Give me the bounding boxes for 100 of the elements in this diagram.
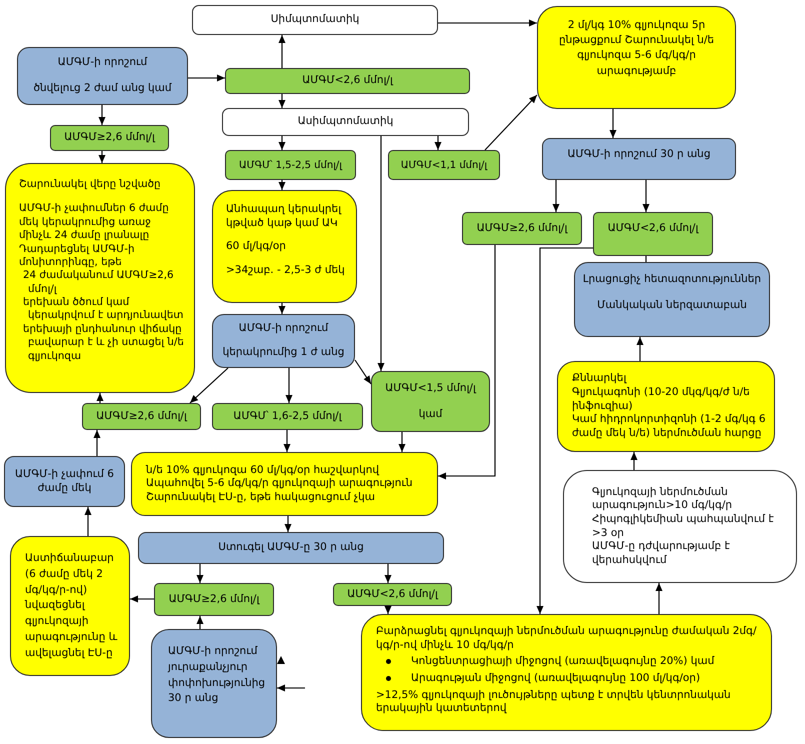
arrow: [536, 247, 593, 614]
step-text: Կոնցենտրացիայի միջոցով (առավելագույնը 20%) կամ: [411, 655, 714, 669]
arrow: [484, 94, 538, 150]
arrow: [278, 303, 286, 314]
arrow: [384, 564, 392, 583]
step-text: ԱՄԳՄ<2,6 մմոլ/լ: [608, 222, 698, 236]
step-text: Գլյուկոզայի ներմուծման արագություն>10 մգ/կգ/ր: [592, 486, 734, 513]
step-text: Շարունակել ԷՍ-ը, եթե հակացուցում չկա: [146, 490, 375, 504]
arrow: [630, 452, 638, 470]
action-box: [5, 163, 195, 393]
step-text: ԱՄԳՄ-ի չափում 6 ժամը մեկ: [14, 468, 115, 496]
process-box: [574, 262, 770, 337]
arrow: [196, 564, 204, 583]
action-box: [537, 6, 736, 109]
step-text: ԱՄԳՄ<2,6 մմոլ/լ: [347, 588, 438, 602]
step-text: կերակրումից 1 ժ անց: [222, 346, 344, 360]
step-text: 2 մլ/կգ 10% գլյուկոզա 5ր ընթացքում Շարունակել ն/ե գլյուկոզա 5-6 մգ/կգ/ր արագությամբ: [558, 18, 716, 79]
step-text: Սիմպտոմատիկ: [270, 13, 360, 27]
result-box: [388, 150, 500, 180]
step-text: >34շաբ. - 2,5-3 ժ մեկ: [226, 264, 345, 278]
process-box: [4, 456, 125, 507]
step-text: ԱՄԳՄ-ի որոշում: [58, 56, 148, 70]
arrow: [278, 35, 286, 68]
result-box: [82, 403, 201, 430]
step-text: Քննարկել: [572, 372, 626, 386]
step-text: ԱՄԳՄ՝ 1,6-2,5 մմոլ/լ: [233, 410, 342, 424]
action-box: [10, 536, 130, 676]
step-text: Գլյուկագոնի (10-20 մկգ/կգ/ժ ն/ե ինֆուզիա): [572, 386, 751, 414]
action-box: [361, 614, 772, 731]
state-box: [222, 108, 469, 136]
step-text: Արագության միջոցով (առավելագույնը 100 մլ/կգ/օր): [411, 672, 700, 686]
process-box: [138, 532, 444, 564]
arrow: [438, 245, 496, 480]
result-box: [225, 68, 470, 94]
arrow: [190, 368, 228, 404]
step-text: ԱՄԳՄ<2,6 մմոլ/լ: [302, 74, 393, 88]
arrow: [98, 105, 106, 125]
step-text: կամ: [418, 408, 442, 422]
result-box: [212, 403, 363, 430]
result-box: [50, 125, 169, 151]
arrow: [636, 337, 644, 361]
result-box: [462, 212, 582, 245]
state-box: [563, 470, 797, 583]
arrow: [642, 180, 650, 212]
arrow: [656, 583, 662, 614]
step-text: Բարձրացնել գլյուկոզայի ներմուծման արագությունը ժամական 2մգ/կգ/ր-ով մինչև 10 մգ/կգ/ր: [376, 625, 758, 652]
result-box: [154, 583, 274, 616]
action-box: [557, 361, 775, 452]
connector-line: [645, 256, 647, 262]
step-text: ծնվելուց 2 ժամ անց կամ: [33, 82, 172, 96]
action-box: [212, 190, 357, 303]
arrow: [286, 368, 292, 403]
step-text: Անհապաղ կերակրել կթված կաթ կամ ԱԿ: [226, 203, 342, 230]
step-text: ԱՄԳՄ-ի չափումներ 6 ժամը մեկ կերակրումից առաջ մինչև 24 ժամը լրանալը: [19, 202, 170, 242]
arrow: [284, 516, 292, 532]
process-box: [151, 629, 277, 738]
result-box: [225, 150, 356, 180]
state-box: [192, 5, 438, 35]
step-text: Լրացուցիչ հետազոտություններ: [582, 273, 762, 287]
step-text: Ապահովել 5-6 մգ/կգ/ր գլյուկոզայի արագություն: [146, 477, 413, 491]
step-text: երեխայի ընդհանուր վիճակը բավարար է և չի ստացել ն/ե գլյուկոզա: [22, 322, 185, 363]
step-text: Ասիմպտոմատիկ: [298, 115, 394, 129]
step-text: ԱՄԳՄ-ի որոշում յուրաքանչյուր փոփոխությունից 30 ր անց: [168, 644, 266, 706]
step-text: Մանկական ներզատաբան: [597, 298, 747, 312]
arrow: [552, 180, 560, 212]
arrow: [277, 684, 305, 692]
arrow: [196, 616, 204, 629]
step-text: Դադարեցնել ԱՄԳՄ-ի մոնիտորինգը, եթե: [19, 242, 136, 270]
step-text: 60 մլ/կգ/օր: [226, 240, 286, 254]
step-text: Աստիճանաբար (6 ժամը մեկ 2 մգ/կգ/ր-ով) նվազեցնել գլյուկոզայի արագությունը և ավելացնել ԷՍ-ը: [25, 551, 118, 660]
step-text: ԱՄԳՄ≥2,6 մմոլ/լ: [64, 131, 155, 145]
arrow: [98, 151, 106, 163]
step-text: Շարունակել վերը նշվածը: [19, 178, 161, 192]
arrow: [354, 360, 372, 384]
arrow: [130, 596, 154, 602]
step-text: ն/ե 10% գլյուկոզա 60 մլ/կգ/օր հաշվարկով: [146, 464, 380, 478]
arrow: [384, 606, 392, 614]
step-text: ԱՄԳՄ<1,1 մմոլ/լ: [400, 158, 488, 172]
arrow: [278, 94, 286, 108]
arrow: [610, 109, 616, 138]
arrow: [188, 74, 225, 82]
process-box: [212, 314, 355, 368]
result-box: [333, 583, 452, 606]
action-box: [131, 452, 438, 516]
step-text: ԱՄԳՄ-ի որոշում: [238, 322, 328, 336]
step-text: ԱՄԳՄ-ը դժվարությամբ է վերահսկվում: [592, 540, 731, 568]
arrow: [278, 180, 286, 190]
arrow: [96, 393, 104, 403]
arrow: [378, 136, 384, 371]
result-box: [371, 371, 490, 432]
step-text: Հիպոգլիկեմիան պահպանվում է >3 օր: [592, 512, 775, 540]
process-box: [17, 47, 188, 105]
process-box: [542, 138, 736, 180]
arrow: [84, 507, 92, 536]
arrow: [278, 136, 286, 150]
arrow: [94, 430, 100, 456]
result-box: [593, 212, 713, 256]
step-text: Կամ հիդրոկորտիզոնի (1-2 մգ/կգ 6 ժամը մեկ ն/ե) ներմուծման հարցը: [572, 413, 766, 441]
step-text: ԱՄԳՄ≥2,6 մմոլ/լ: [96, 410, 187, 424]
step-text: ԱՄԳՄ≥2,6 մմոլ/լ: [476, 222, 568, 236]
